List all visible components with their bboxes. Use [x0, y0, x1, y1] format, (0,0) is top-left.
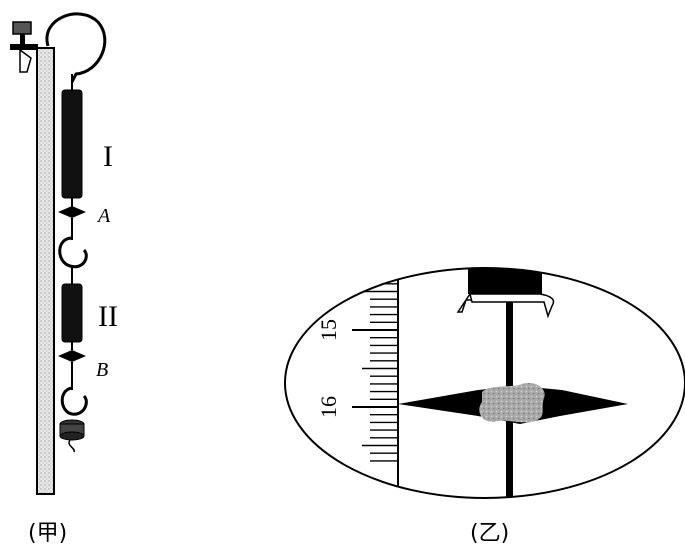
clamp-screw-icon — [10, 21, 38, 73]
pointer-label-a: A — [96, 205, 111, 227]
figure-a: I A II B (甲) — [10, 12, 118, 546]
weight-icon — [59, 419, 85, 453]
hook-upper — [58, 236, 88, 269]
spring-label-i: I — [103, 140, 113, 173]
spring-end-block — [468, 268, 542, 294]
scale-number-16: 16 — [316, 396, 341, 418]
pointer-a — [58, 206, 86, 218]
spring-ii — [61, 283, 83, 343]
hanging-loop — [45, 12, 107, 83]
spring-label-ii: II — [98, 300, 118, 333]
pointer-grain-blob — [479, 382, 545, 423]
figure-b: 15 16 (乙) — [284, 267, 685, 546]
caption-figure-b: (乙) — [470, 521, 509, 546]
scale-number-15: 15 — [316, 319, 341, 341]
pointer-label-b: B — [96, 359, 108, 381]
pointer-b — [58, 350, 86, 362]
vertical-ruler — [36, 47, 55, 495]
clip-hook-right — [469, 293, 555, 319]
scale-ticks — [352, 275, 398, 462]
caption-figure-a: (甲) — [28, 521, 67, 546]
spring-i — [61, 89, 83, 199]
hook-lower — [60, 386, 88, 416]
